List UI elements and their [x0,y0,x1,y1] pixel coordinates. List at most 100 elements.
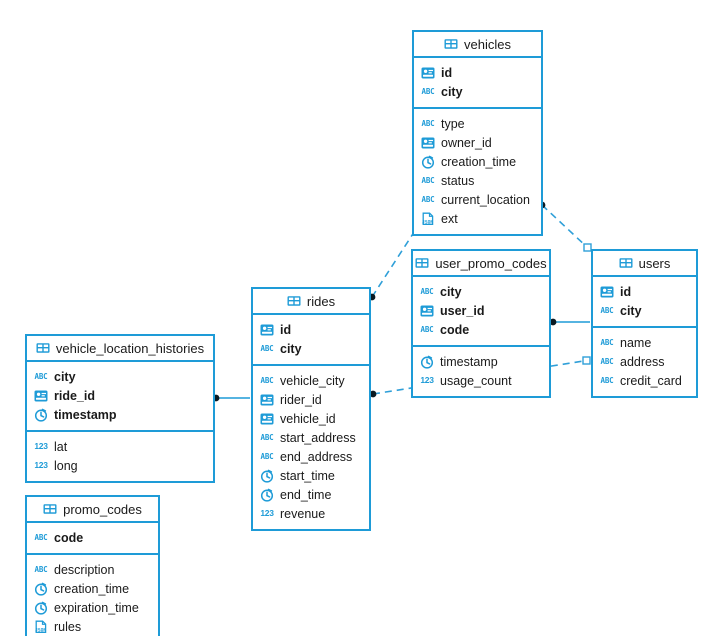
primary-key-field-city[interactable]: ABC city [414,82,541,101]
table-icon [43,502,57,516]
table-icon [444,37,458,51]
primary-key-field-id[interactable]: id [253,320,369,339]
field-label: lat [54,439,68,454]
abc-icon: ABC [420,286,434,296]
entity-title: users [638,255,671,271]
id-card-icon [421,66,435,80]
column-field-name[interactable]: ABC name [593,333,696,352]
table-icon [415,256,429,270]
primary-key-field-id[interactable]: id [593,282,696,301]
id-card-icon [260,393,274,407]
column-field-creation_time[interactable]: creation_time [27,579,158,598]
field-label: code [54,530,84,545]
id-card-icon [260,323,274,337]
column-field-owner_id[interactable]: owner_id [414,133,541,152]
primary-key-field-user_id[interactable]: user_id [413,301,549,320]
field-label: address [620,354,665,369]
json-icon: JSON [34,620,48,634]
primary-key-field-city[interactable]: ABC city [593,301,696,320]
clock-icon [260,488,274,502]
column-field-rider_id[interactable]: rider_id [253,390,369,409]
field-label: creation_time [54,581,130,596]
id-card-icon [600,285,614,299]
123-icon: 123 [34,441,48,452]
field-label: creation_time [441,154,517,169]
relationship-endpoint-square [582,356,591,365]
clock-icon [420,355,434,369]
field-label: name [620,335,652,350]
field-label: city [441,84,463,99]
abc-icon: ABC [260,343,274,353]
abc-icon: ABC [34,371,48,381]
field-label: user_id [440,303,485,318]
relationship-vehicle_location_histories-to-rides[interactable] [212,394,250,402]
primary-key-field-id[interactable]: id [414,63,541,82]
field-label: type [441,116,465,131]
clock-icon [34,601,48,615]
field-label: vehicle_id [280,411,336,426]
entity-header-rides[interactable]: rides [253,289,369,315]
entity-header-vehicle_location_histories[interactable]: vehicle_location_histories [27,336,213,362]
column-field-timestamp[interactable]: timestamp [413,352,549,371]
column-field-vehicle_id[interactable]: vehicle_id [253,409,369,428]
abc-icon: ABC [421,86,435,96]
relationship-line [541,204,589,249]
entity-header-vehicles[interactable]: vehicles [414,32,541,58]
field-label: usage_count [440,373,512,388]
field-label: id [280,322,292,337]
clock-icon [34,582,48,596]
entity-header-promo_codes[interactable]: promo_codes [27,497,158,523]
relationship-vehicles-to-users[interactable] [538,201,592,252]
123-icon: 123 [34,460,48,471]
abc-icon: ABC [600,305,614,315]
column-field-lat[interactable]: 123 lat [27,437,213,456]
field-label: city [620,303,642,318]
entity-header-users[interactable]: users [593,251,696,277]
column-field-expiration_time[interactable]: expiration_time [27,598,158,617]
relationship-user_promo_codes-to-users[interactable] [549,318,590,326]
field-label: ride_id [54,388,95,403]
primary-key-field-timestamp[interactable]: timestamp [27,405,213,424]
field-label: status [441,173,475,188]
entity-header-user_promo_codes[interactable]: user_promo_codes [413,251,549,277]
abc-icon: ABC [600,375,614,385]
column-field-end_time[interactable]: end_time [253,485,369,504]
entity-title: vehicles [464,36,511,52]
abc-icon: ABC [600,337,614,347]
field-label: code [440,322,470,337]
field-label: revenue [280,506,326,521]
primary-key-field-ride_id[interactable]: ride_id [27,386,213,405]
field-label: expiration_time [54,600,139,615]
column-field-creation_time[interactable]: creation_time [414,152,541,171]
column-field-start_time[interactable]: start_time [253,466,369,485]
